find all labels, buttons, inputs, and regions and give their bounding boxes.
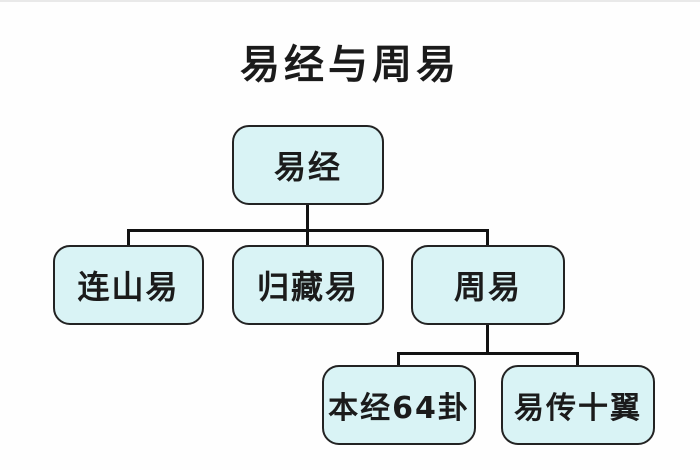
connector-drop-yizhuan <box>576 352 579 366</box>
node-yijing: 易经 <box>232 125 384 205</box>
node-guicang: 归藏易 <box>232 245 384 325</box>
connector-drop-guicang <box>306 229 309 246</box>
connector-drop-zhouyi <box>486 229 489 246</box>
connector-root-stem <box>306 204 309 231</box>
connector-level2-horizontal <box>397 352 579 355</box>
node-lianshan: 连山易 <box>53 245 204 325</box>
connector-drop-benjing <box>397 352 400 366</box>
connector-drop-lianshan <box>127 229 130 246</box>
diagram-title: 易经与周易 <box>240 42 460 88</box>
node-benjing-64gua: 本经64卦 <box>322 365 476 445</box>
node-zhouyi: 周易 <box>411 245 565 325</box>
node-yizhuan-shiyi: 易传十翼 <box>501 365 655 445</box>
connector-zhouyi-stem <box>486 324 489 354</box>
